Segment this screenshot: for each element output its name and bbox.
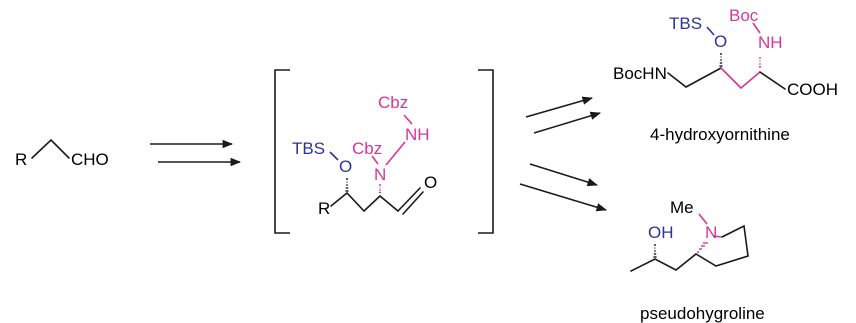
intermediate-o-label: O <box>339 157 352 176</box>
product-pseudohygroline: OH N Me pseudohygroline <box>630 198 765 323</box>
arrows-to-intermediate <box>150 139 242 167</box>
product1-pink-bonds <box>720 67 761 90</box>
intermediate-tbs-o-bond <box>329 151 339 161</box>
intermediate-n-nh-bond <box>385 141 406 166</box>
product1-nh-boc-bond <box>752 22 761 34</box>
product-4-hydroxyornithine: TBS O BocHN COOH NH Boc 4-hydroxyornithi… <box>613 6 838 144</box>
product2-name: pseudohygroline <box>640 304 765 323</box>
product1-cooh-label: COOH <box>787 80 838 99</box>
arrows-to-pseudohygroline <box>519 163 608 212</box>
product1-o-label: O <box>714 32 727 51</box>
intermediate-cbz-label: Cbz <box>352 139 382 158</box>
intermediate-n-label: N <box>374 165 386 184</box>
product1-boc-label: Boc <box>729 6 759 25</box>
intermediate-bracket <box>274 69 494 234</box>
arrow-product1-1 <box>525 96 594 118</box>
product1-name: 4-hydroxyornithine <box>650 125 790 144</box>
intermediate-hashed-wedge-n <box>378 184 382 194</box>
arrows-to-4-hydroxyornithine <box>525 96 602 134</box>
product2-n-me-bond <box>698 213 708 225</box>
product1-tbs-o-bond <box>706 26 715 36</box>
intermediate-chain-bonds <box>330 191 399 213</box>
intermediate-carbonyl-bond-2 <box>402 191 424 215</box>
product2-me-label: Me <box>670 198 694 217</box>
right-bracket <box>478 69 494 234</box>
intermediate-structure: TBS O R O N Cbz NH Cbz <box>292 93 437 218</box>
start-cho-label: CHO <box>71 150 109 169</box>
arrow-product1-2 <box>533 111 602 134</box>
product1-tbs-label: TBS <box>669 14 702 33</box>
left-bracket <box>274 69 290 234</box>
intermediate-r-label: R <box>318 199 330 218</box>
product2-hashed-wedge-oh <box>653 244 657 258</box>
product1-nh-label: NH <box>758 33 783 52</box>
intermediate-cbz-top-label: Cbz <box>378 93 408 112</box>
start-r-label: R <box>15 150 27 169</box>
intermediate-hashed-wedge-o <box>345 178 349 192</box>
product1-chain-bonds <box>667 67 722 88</box>
arrow-product2-1 <box>529 163 599 187</box>
product1-bochn-label: BocHN <box>613 64 667 83</box>
intermediate-carbonyl-o-label: O <box>424 173 437 192</box>
product2-oh-label: OH <box>648 223 674 242</box>
start-skeleton-bond <box>31 138 70 159</box>
starting-aldehyde: R CHO <box>15 138 109 169</box>
arrow-product2-2 <box>519 183 608 212</box>
product1-hashed-wedge-o <box>719 53 723 67</box>
product2-hashed-wedge-n <box>697 242 708 253</box>
product2-n-label: N <box>705 223 717 242</box>
product1-hashed-wedge-n <box>758 57 762 68</box>
product1-acid-bond <box>759 71 786 90</box>
intermediate-tbs-label: TBS <box>292 139 325 158</box>
product2-chain-bonds <box>630 253 697 272</box>
intermediate-carbonyl-bond-1 <box>397 187 421 212</box>
intermediate-nh-label: NH <box>405 125 430 144</box>
product2-pyrrolidine-ring <box>695 224 749 267</box>
intermediate-nh-cbz-bond <box>403 114 413 125</box>
product2-ring-n-bond <box>713 235 723 238</box>
intermediate-n-cbz-bond <box>371 155 379 165</box>
